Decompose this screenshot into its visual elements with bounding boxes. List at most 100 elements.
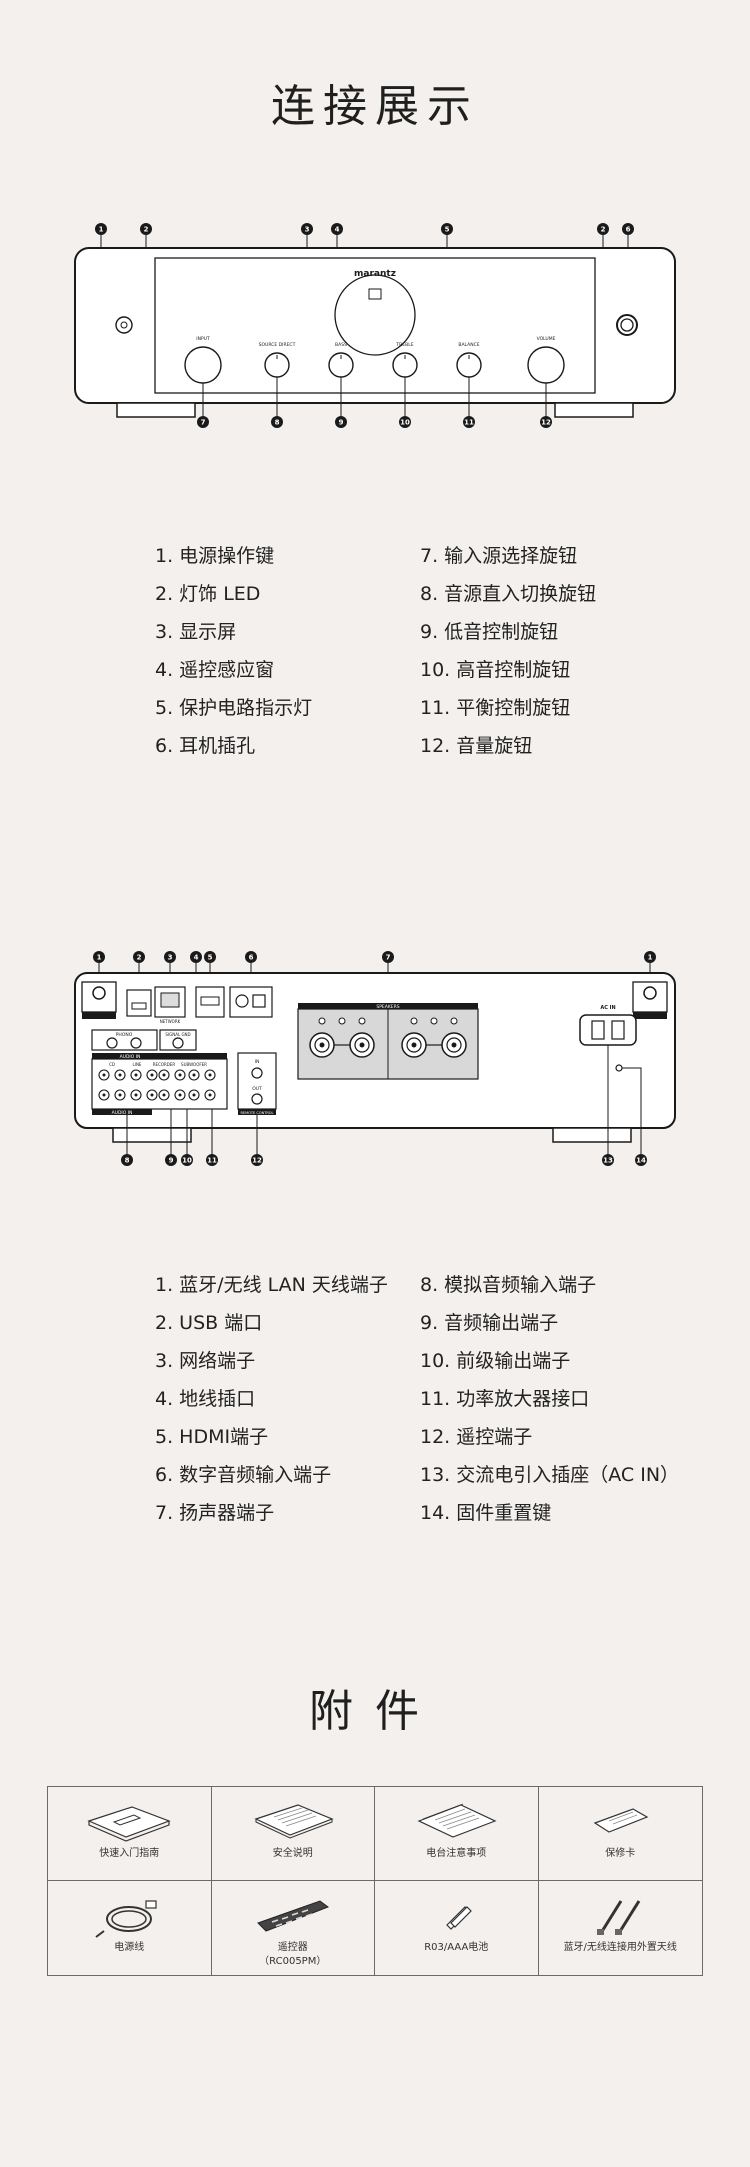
notice-sheet-icon: [417, 1803, 497, 1838]
front-callout-top: 5: [441, 223, 453, 235]
rear-item: 3. 网络端子: [155, 1350, 256, 1372]
accessory-cell: R03/AAA电池: [375, 1881, 539, 1975]
svg-text:11: 11: [464, 419, 474, 427]
accessory-sub: （RC005PM）: [259, 1956, 327, 1967]
remote-control-label: REMOTE CONTROL: [241, 1111, 274, 1115]
front-item: 3. 显示屏: [155, 621, 237, 643]
svg-text:2: 2: [144, 226, 149, 234]
front-callout-top: 6: [622, 223, 634, 235]
front-item: 5. 保护电路指示灯: [155, 697, 313, 719]
signal-gnd-label: SIGNAL GND: [165, 1032, 190, 1037]
front-callout-bottom: 10: [399, 416, 411, 428]
svg-text:8: 8: [275, 419, 280, 427]
accessory-name: 蓝牙/无线连接用外置天线: [563, 1942, 677, 1953]
front-callout-top: 4: [331, 223, 343, 235]
front-callout-top: 2: [140, 223, 152, 235]
rear-item: 8. 模拟音频输入端子: [420, 1274, 597, 1296]
knob-label: SOURCE DIRECT: [259, 342, 296, 348]
svg-text:6: 6: [626, 226, 631, 234]
rear-items-left: 1. 蓝牙/无线 LAN 天线端子 2. USB 端口 3. 网络端子 4. 地…: [155, 1266, 388, 1532]
accessory-name: 电台注意事项: [426, 1848, 487, 1859]
front-callout-top: 1: [95, 223, 107, 235]
front-knob: TREBLE: [392, 342, 418, 378]
accessory-cell: 遥控器（RC005PM）: [212, 1881, 375, 1975]
front-item: 4. 遥控感应窗: [155, 659, 275, 681]
rear-callout-bottom: 8: [121, 1154, 133, 1166]
accessory-cell: 保修卡: [538, 1787, 702, 1881]
front-knob: SOURCE DIRECT: [259, 342, 296, 378]
rear-item: 4. 地线插口: [155, 1388, 256, 1410]
accessory-name: 快速入门指南: [99, 1848, 160, 1859]
rear-callout-top: 3: [164, 951, 176, 963]
rear-callout-bottom: 13: [602, 1154, 614, 1166]
svg-text:2: 2: [137, 954, 142, 962]
svg-text:4: 4: [194, 954, 199, 962]
rear-callout-top: 6: [245, 951, 257, 963]
svg-text:14: 14: [636, 1157, 646, 1165]
battery-icon: [446, 1906, 473, 1930]
network-label: NETWORK: [160, 1019, 181, 1024]
rear-item: 14. 固件重置键: [420, 1502, 552, 1524]
rear-callout-bottom: 9: [165, 1154, 177, 1166]
knob-label: BALANCE: [458, 342, 479, 348]
line-label: LINE: [133, 1062, 142, 1067]
svg-text:5: 5: [208, 954, 213, 962]
svg-text:10: 10: [182, 1157, 192, 1165]
rear-callout-bottom: 10: [181, 1154, 193, 1166]
front-item: 8. 音源直入切换旋钮: [420, 583, 597, 605]
front-callout-top: 3: [301, 223, 313, 235]
rear-callout-top: 5: [204, 951, 216, 963]
svg-text:1: 1: [97, 954, 102, 962]
rear-item: 1. 蓝牙/无线 LAN 天线端子: [155, 1274, 388, 1296]
svg-text:10: 10: [400, 419, 410, 427]
rear-item: 10. 前级输出端子: [420, 1350, 571, 1372]
front-item: 11. 平衡控制旋钮: [420, 697, 571, 719]
front-item: 12. 音量旋钮: [420, 735, 533, 757]
svg-text:5: 5: [445, 226, 450, 234]
svg-text:3: 3: [305, 226, 310, 234]
svg-text:13: 13: [603, 1157, 613, 1165]
front-item: 9. 低音控制旋钮: [420, 621, 559, 643]
front-callout-bottom: 11: [463, 416, 475, 428]
warranty-card-icon: [593, 1808, 649, 1833]
knob-label: INPUT: [196, 336, 210, 342]
svg-text:4: 4: [335, 226, 340, 234]
remote-in-label: IN: [255, 1059, 260, 1065]
audio-in-label-bottom: AUDIO IN: [112, 1110, 133, 1116]
svg-text:2: 2: [601, 226, 606, 234]
rear-callout-bottom: 12: [251, 1154, 263, 1166]
front-callout-bottom: 8: [271, 416, 283, 428]
rear-items-right: 8. 模拟音频输入端子 9. 音频输出端子 10. 前级输出端子 11. 功率放…: [420, 1266, 679, 1532]
power-button-drawing: [115, 316, 133, 334]
knob-label: VOLUME: [537, 336, 556, 342]
accessory-cell: 蓝牙/无线连接用外置天线: [539, 1881, 703, 1975]
svg-text:12: 12: [541, 419, 551, 427]
accessory-name: 电源线: [114, 1942, 145, 1953]
rear-item: 12. 遥控端子: [420, 1426, 533, 1448]
remote-out-label: OUT: [252, 1086, 262, 1092]
front-items-right: 7. 输入源选择旋钮 8. 音源直入切换旋钮 9. 低音控制旋钮 10. 高音控…: [420, 537, 596, 765]
svg-text:1: 1: [648, 954, 653, 962]
ac-in-label: AC IN: [600, 1005, 615, 1011]
brand-logo: marantz: [354, 269, 396, 279]
rear-callout-top: 7: [382, 951, 394, 963]
rear-item: 11. 功率放大器接口: [420, 1388, 590, 1410]
rear-callout-bottom: 11: [206, 1154, 218, 1166]
cd-label: CD: [109, 1062, 115, 1067]
rear-callout-top: 1: [644, 951, 656, 963]
accessories-table: 快速入门指南 安全说明 电台注意事项 保修卡 电源线: [47, 1786, 703, 1976]
rear-callout-top: 2: [133, 951, 145, 963]
antenna-icon: [597, 1900, 641, 1935]
accessory-name: 保修卡: [605, 1848, 636, 1859]
accessory-name: 安全说明: [272, 1848, 313, 1859]
recorder-label: RECORDER: [153, 1062, 176, 1067]
guide-book-icon: [87, 1806, 171, 1842]
front-callout-top: 2: [597, 223, 609, 235]
front-callout-bottom: 7: [197, 416, 209, 428]
safety-sheet-icon: [254, 1804, 334, 1839]
rear-callout-bottom: 14: [635, 1154, 647, 1166]
rear-item: 7. 扬声器端子: [155, 1502, 275, 1524]
svg-text:9: 9: [339, 419, 344, 427]
rear-callout-top: 4: [190, 951, 202, 963]
